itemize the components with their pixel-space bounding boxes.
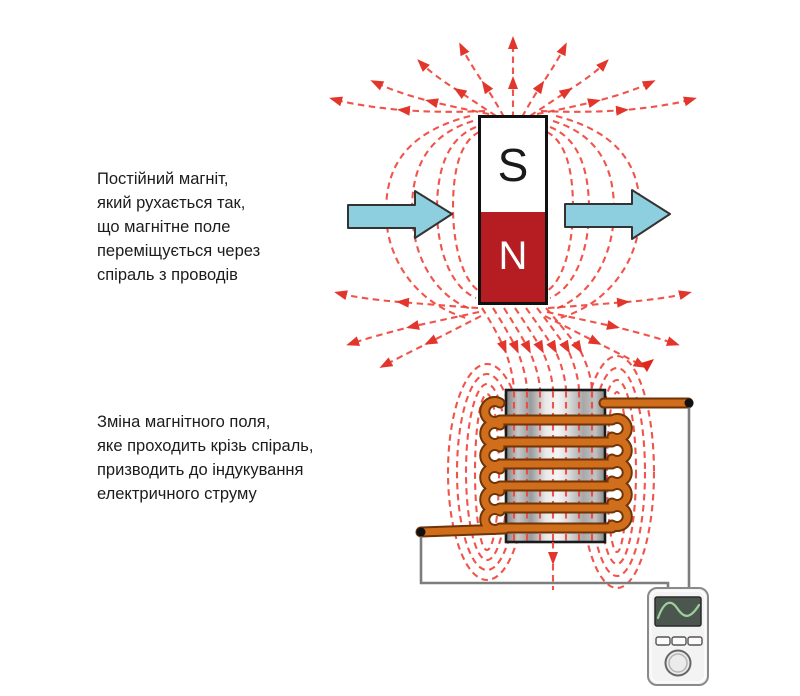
magnet-motion-arrows [347, 189, 671, 240]
caption-magnet-motion: Постійний магніт, який рухається так, що… [97, 167, 367, 287]
caption-line: Зміна магнітного поля, [97, 413, 271, 431]
caption-line: Постійний магніт, [97, 170, 229, 188]
caption-line: спіраль з проводів [97, 266, 238, 284]
circuit-wires [416, 398, 694, 588]
meter-button [671, 636, 687, 646]
south-pole: S [481, 118, 545, 212]
caption-line: що магнітне поле [97, 218, 231, 236]
wire-terminal [416, 527, 426, 537]
caption-induction: Зміна магнітного поля, яке проходить крі… [97, 410, 367, 506]
field-lines-magnet-loops [384, 114, 642, 320]
north-pole: N [481, 211, 545, 302]
bar-magnet: S N [478, 115, 548, 305]
right-arrow-icon [564, 189, 671, 240]
right-arrow-icon [347, 190, 453, 239]
sine-wave-icon [656, 601, 701, 620]
caption-line: переміщується через [97, 242, 261, 260]
meter-device [647, 587, 709, 686]
field-lines-into-coil [481, 307, 594, 391]
field-lines-through-core [512, 391, 594, 590]
caption-line: яке проходить крізь спіраль, [97, 437, 314, 455]
field-lines-bottom-rays [334, 290, 692, 368]
caption-line: який рухається так, [97, 194, 246, 212]
caption-line: електричного струму [97, 485, 257, 503]
meter-buttons [655, 636, 703, 646]
wire-terminal [684, 398, 694, 408]
caption-line: призводить до індукування [97, 461, 304, 479]
coil-wire [415, 396, 694, 538]
meter-button [655, 636, 671, 646]
meter-button [687, 636, 703, 646]
north-pole-label: N [498, 234, 528, 279]
field-lines-top-fan [329, 36, 697, 118]
south-pole-label: S [497, 138, 529, 191]
